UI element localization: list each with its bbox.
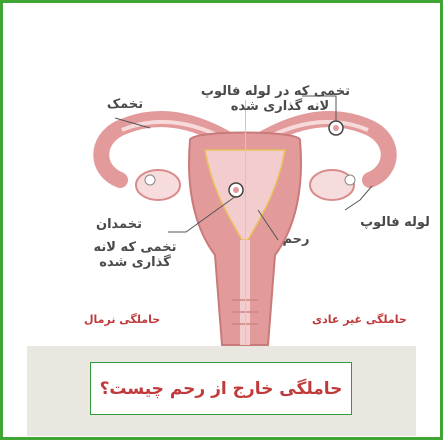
caption-normal: حاملگی نرمال [84, 313, 160, 326]
title-box: حاملگی خارج از رحم چیست؟ [90, 362, 352, 415]
released-egg [145, 175, 155, 185]
released-egg [345, 175, 355, 185]
divider-line [245, 100, 246, 345]
label-uterus: رحم [276, 232, 316, 247]
label-ovary: تخمدان [84, 217, 154, 232]
page-title: حاملگی خارج از رحم چیست؟ [100, 379, 343, 399]
label-fallopian-tube: لوله فالوپ [355, 215, 435, 230]
caption-abnormal: حاملگی غیر عادی [312, 313, 407, 326]
label-implanted-egg: تخمی که لانه گذاری شده [90, 240, 180, 270]
label-implanted-in-tube: تخمی که در لوله فالوپ لانه گذاری شده [210, 84, 350, 114]
left-ovary [136, 170, 180, 200]
right-ovary [310, 170, 354, 200]
label-egg: تخمک [100, 97, 150, 112]
